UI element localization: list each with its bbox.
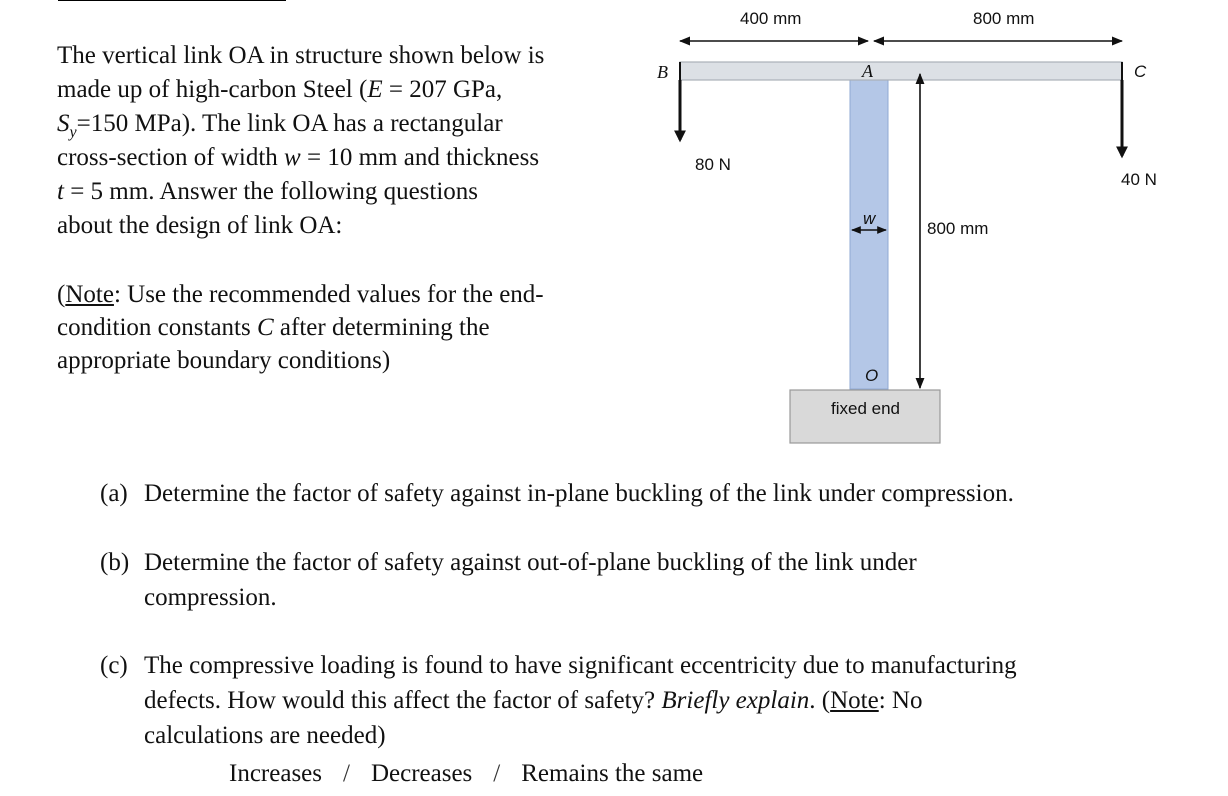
question-b: (b) Determine the factor of safety again… [100, 545, 1180, 615]
choice-decreases[interactable]: Decreases [370, 760, 473, 787]
link-oa [849, 79, 889, 390]
top-rule [58, 0, 286, 1]
question-c-number: (c) [100, 652, 128, 679]
answer-choices: Increases / Decreases / Remains the same [229, 756, 703, 791]
symbol-s: S [57, 110, 70, 137]
question-a: (a) Determine the factor of safety again… [100, 476, 1180, 511]
note-line-2b: after determining the [273, 314, 490, 341]
question-a-number: (a) [100, 480, 128, 507]
question-c-text-3: calculations are needed) [144, 722, 386, 749]
question-b-number: (b) [100, 549, 130, 576]
beam-bc [679, 61, 1123, 81]
dimension-label-vertical: 800 mm [927, 219, 989, 238]
symbol-t: t [57, 178, 64, 205]
dimension-label-right: 800 mm [973, 9, 1035, 28]
fixed-end-label: fixed end [831, 399, 900, 418]
question-c-text-2a: defects. How would this affect the facto… [144, 687, 662, 714]
note-block: (Note: Use the recommended values for th… [57, 278, 637, 377]
intro-line-4a: cross-section of width [57, 144, 285, 171]
question-b-text-2: compression. [144, 584, 277, 611]
intro-line-2b: = 207 GPa, [382, 76, 503, 103]
diagram-drawing [674, 36, 1128, 444]
intro-line-1: The vertical link OA in structure shown … [57, 42, 545, 69]
symbol-e: E [367, 76, 383, 103]
intro-line-4b: = 10 mm and thickness [300, 144, 540, 171]
symbol-w: w [284, 144, 301, 171]
question-c-text-2c: . ( [809, 687, 831, 714]
width-label: w [863, 209, 876, 228]
choice-separator: / [343, 760, 350, 787]
note-paren: ( [57, 281, 66, 308]
symbol-s-subscript: y [69, 124, 77, 141]
note-line-3: appropriate boundary conditions) [57, 347, 391, 374]
intro-line-5: = 5 mm. Answer the following questions [63, 178, 479, 205]
point-a-label: A [862, 61, 873, 81]
intro-line-2a: made up of high-carbon Steel ( [57, 76, 368, 103]
question-c-emphasis: Briefly explain [661, 687, 810, 714]
point-b-label: B [657, 62, 668, 82]
question-a-text: Determine the factor of safety against i… [144, 480, 1014, 507]
question-c: (c) The compressive loading is found to … [100, 648, 1180, 753]
point-c-label: C [1134, 62, 1147, 81]
question-b-text-1: Determine the factor of safety against o… [144, 549, 917, 576]
question-c-line-2: defects. How would this affect the facto… [144, 683, 1180, 718]
force-label-right: 40 N [1121, 170, 1157, 189]
note-line-2a: condition constants [57, 314, 257, 341]
point-o-label: O [865, 366, 879, 385]
note-label: Note [65, 281, 114, 308]
intro-line-6: about the design of link OA: [57, 212, 343, 239]
problem-statement: The vertical link OA in structure shown … [57, 39, 637, 243]
question-c-text-2d: : No [878, 687, 923, 714]
question-c-text-1: The compressive loading is found to have… [144, 652, 1017, 679]
fixed-base [789, 389, 941, 444]
choice-remains-same[interactable]: Remains the same [521, 760, 704, 787]
structure-diagram: 400 mm 800 mm 800 mm B A C O w 80 N 40 N… [640, 0, 1228, 460]
intro-line-3: =150 MPa). The link OA has a rectangular [76, 110, 503, 137]
symbol-c: C [256, 314, 274, 341]
note-line-1: : Use the recommended values for the end… [113, 281, 544, 308]
choice-increases[interactable]: Increases [229, 760, 322, 787]
question-c-note-label: Note [830, 687, 879, 714]
choice-separator: / [493, 760, 501, 787]
dimension-label-left: 400 mm [740, 9, 802, 28]
force-label-left: 80 N [695, 155, 731, 174]
